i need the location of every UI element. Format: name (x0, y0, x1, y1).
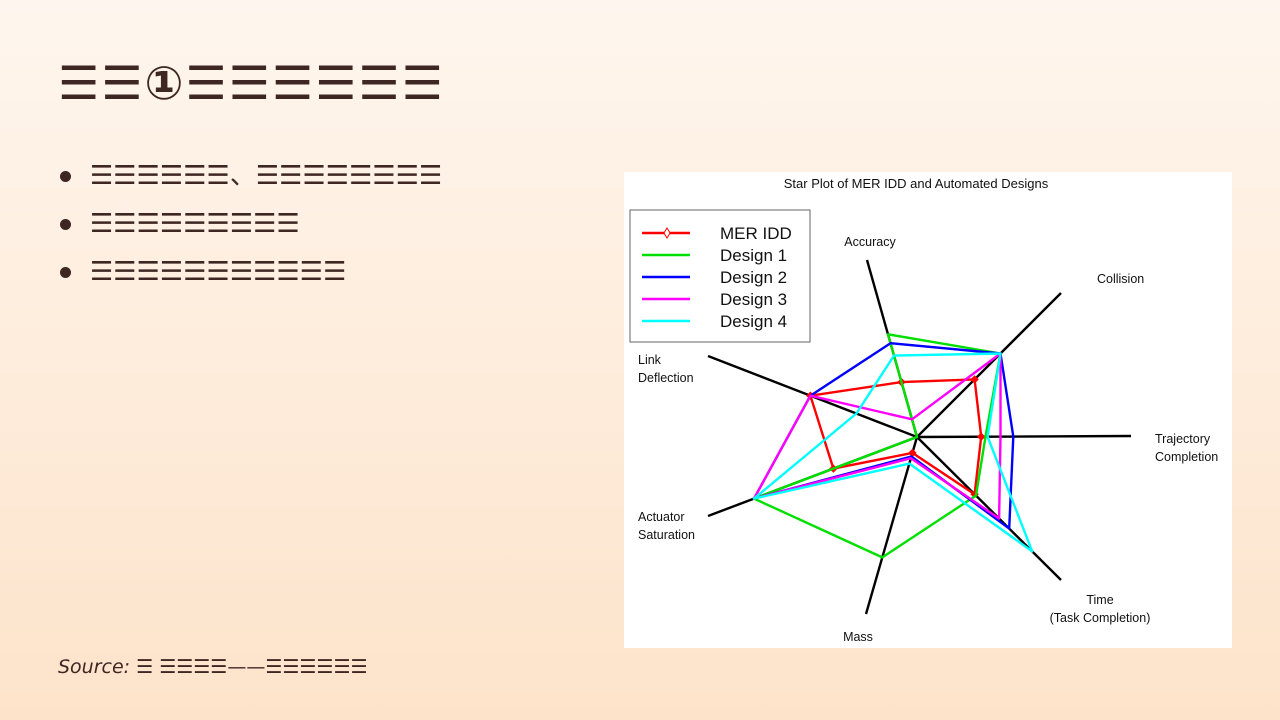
bullet-dot-icon (60, 267, 71, 278)
axis-label: Accuracy (844, 235, 896, 249)
legend-label: Design 2 (720, 268, 787, 287)
axis-label: Collision (1097, 272, 1144, 286)
bullet-text: ☰☰☰☰☰☰、☰☰☰☰☰☰☰☰ (90, 161, 443, 191)
axis-label: Time(Task Completion) (1050, 593, 1151, 625)
legend-label: Design 3 (720, 290, 787, 309)
axis-label: Mass (843, 630, 873, 644)
diamond-marker-icon (663, 227, 671, 239)
bullet-item: ☰☰☰☰☰☰、☰☰☰☰☰☰☰☰ (58, 152, 442, 200)
bullet-list: ☰☰☰☰☰☰、☰☰☰☰☰☰☰☰ ☰☰☰☰☰☰☰☰☰ ☰☰☰☰☰☰☰☰☰☰☰ (58, 152, 442, 296)
source-text: ☰ ☰☰☰☰——☰☰☰☰☰☰ (136, 656, 368, 678)
bullet-text: ☰☰☰☰☰☰☰☰☰☰☰ (90, 257, 347, 287)
bullet-dot-icon (60, 171, 71, 182)
legend-label: Design 4 (720, 312, 787, 331)
diamond-marker-icon (976, 432, 986, 441)
series-lines (752, 333, 1034, 559)
source-citation: Source: ☰ ☰☰☰☰——☰☰☰☰☰☰ (58, 656, 368, 678)
star-plot-svg: Star Plot of MER IDD and Automated Desig… (629, 176, 1218, 644)
bullet-text: ☰☰☰☰☰☰☰☰☰ (90, 209, 300, 239)
chart-title: Star Plot of MER IDD and Automated Desig… (784, 176, 1049, 191)
bullet-item: ☰☰☰☰☰☰☰☰☰☰☰ (58, 248, 442, 296)
bullet-item: ☰☰☰☰☰☰☰☰☰ (58, 200, 442, 248)
axis-line-trajectory-completion (916, 434, 1132, 439)
series-design-3 (752, 352, 1002, 520)
chart-legend: MER IDD Design 1 Design 2 Design 3 Design 4 (629, 209, 811, 343)
legend-label: Design 1 (720, 246, 787, 265)
star-plot-chart: Star Plot of MER IDD and Automated Desig… (624, 172, 1232, 648)
source-label: Source: (58, 656, 131, 678)
series-mer-idd (809, 378, 983, 496)
page-title: ☰☰①☰☰☰☰☰☰ (58, 56, 445, 110)
diamond-marker-icon (970, 375, 979, 384)
axis-line-collision (916, 292, 1062, 438)
series-design-1 (752, 333, 1002, 559)
axis-line-time-task-completion- (916, 436, 1062, 581)
axis-line-mass (864, 436, 919, 615)
series-design-4 (752, 352, 1034, 553)
legend-label: MER IDD (720, 224, 792, 243)
bullet-dot-icon (60, 219, 71, 230)
